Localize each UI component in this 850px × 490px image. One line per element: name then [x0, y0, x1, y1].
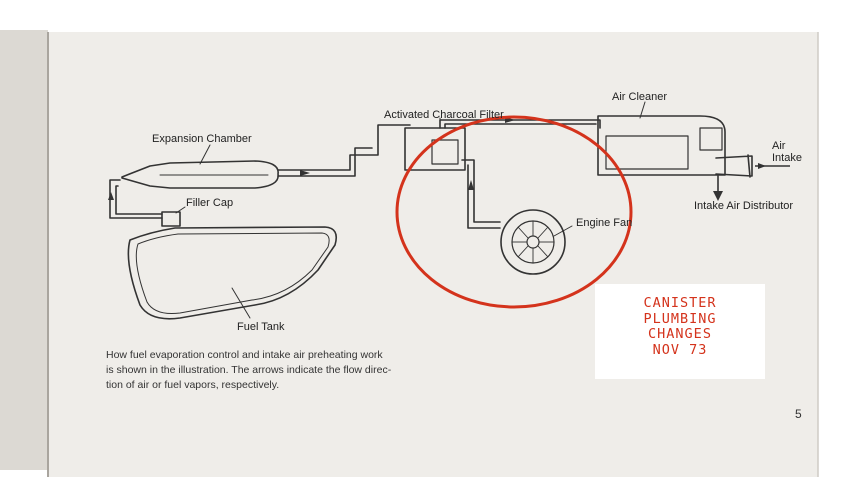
caption-line-3: tion of air or fuel vapors, respectively… [106, 379, 280, 391]
air-cleaner-leader [639, 101, 646, 119]
label-expansion-chamber: Expansion Chamber [152, 133, 252, 145]
note-line-1: CANISTER [643, 295, 717, 311]
page-surface [48, 32, 818, 477]
distributor-arrow-icon [713, 191, 723, 201]
fuel-tank [127, 226, 338, 320]
label-air-cleaner: Air Cleaner [612, 91, 667, 103]
note-line-2: PLUMBING [643, 310, 717, 327]
charcoal-filter [404, 127, 466, 171]
label-activated-charcoal-filter: Activated Charcoal Filter [384, 109, 504, 121]
engine-fan-leader [553, 225, 573, 237]
figure-caption: How fuel evaporation control and intake … [106, 348, 456, 393]
filler-up-arrow-icon [108, 192, 114, 200]
label-engine-fan: Engine Fan [576, 217, 632, 229]
engine-fan-housing [500, 209, 566, 275]
label-filler-cap: Filler Cap [186, 197, 233, 209]
caption-line-2: is shown in the illustration. The arrows… [106, 364, 392, 376]
note-line-3: CHANGES [648, 326, 712, 342]
label-air-intake-line2: Intake [772, 152, 802, 164]
label-fuel-tank: Fuel Tank [237, 321, 285, 333]
vapor-line-to-filter [277, 124, 411, 177]
label-intake-air-distributor: Intake Air Distributor [694, 200, 793, 212]
note-line-4: NOV 73 [652, 341, 708, 358]
fuel-tank-inner [135, 232, 330, 314]
air-intake-tube [715, 154, 753, 178]
fan-duct [461, 159, 501, 229]
air-cleaner-body [597, 115, 726, 176]
canister-highlight-circle [395, 115, 633, 309]
expansion-chamber-leader [199, 144, 211, 165]
filler-cap [161, 211, 181, 227]
fan-up-arrow-icon [468, 180, 474, 190]
label-air-intake-line1: Air [772, 140, 786, 152]
caption-line-1: How fuel evaporation control and intake … [106, 349, 383, 361]
page-number: 5 [795, 407, 802, 421]
left-page-edge [0, 30, 48, 470]
filler-cap-leader [175, 206, 186, 214]
charcoal-filter-inner [431, 139, 459, 165]
expansion-chamber [121, 160, 279, 189]
annotation-note: CANISTER PLUMBING CHANGES NOV 73 [595, 284, 765, 379]
flow-arrow-intake-icon [740, 163, 766, 169]
air-cleaner-outlet [699, 127, 723, 151]
fuel-tank-leader [231, 287, 251, 319]
engine-fan-blades [512, 221, 554, 263]
vapor-arrow-icon [300, 170, 310, 176]
